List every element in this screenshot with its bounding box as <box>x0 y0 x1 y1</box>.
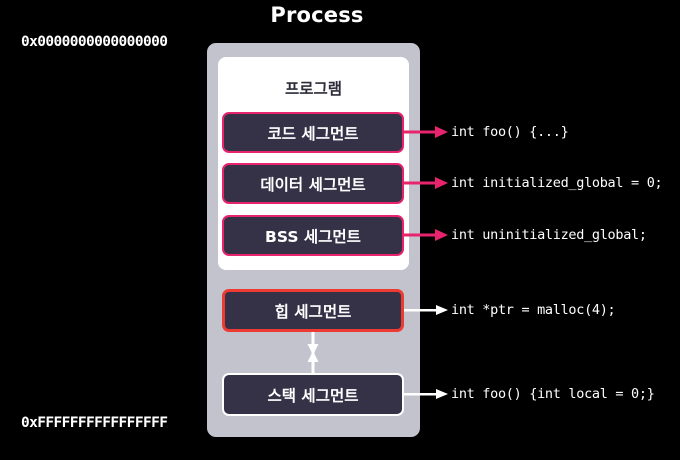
heap-stack-growth-arrow <box>306 332 320 374</box>
annotation-data: int initialized_global = 0; <box>404 173 663 193</box>
segment-stack[interactable]: 스택 세그먼트 <box>222 373 404 416</box>
annotation-stack-text: int foo() {int local = 0;} <box>451 386 655 402</box>
annotation-bss: int uninitialized_global; <box>404 225 647 245</box>
arrow-right-icon <box>404 389 448 399</box>
annotation-bss-text: int uninitialized_global; <box>451 227 647 243</box>
annotation-heap-text: int *ptr = malloc(4); <box>451 302 616 318</box>
segment-heap[interactable]: 힙 세그먼트 <box>222 289 404 332</box>
annotation-heap: int *ptr = malloc(4); <box>404 300 616 320</box>
segment-code[interactable]: 코드 세그먼트 <box>222 112 404 153</box>
annotation-data-text: int initialized_global = 0; <box>451 175 663 191</box>
annotation-code: int foo() {...} <box>404 122 569 142</box>
segment-data[interactable]: 데이터 세그먼트 <box>222 163 404 204</box>
address-label-low: 0x0000000000000000 <box>21 34 168 50</box>
arrow-right-icon <box>404 177 448 189</box>
arrow-right-icon <box>404 229 448 241</box>
annotation-stack: int foo() {int local = 0;} <box>404 384 655 404</box>
page-title: Process <box>270 3 364 27</box>
segment-bss[interactable]: BSS 세그먼트 <box>222 215 404 256</box>
double-headed-vertical-arrow-icon <box>307 332 319 374</box>
address-label-high: 0xFFFFFFFFFFFFFFFF <box>21 415 168 431</box>
arrow-right-icon <box>404 126 448 138</box>
arrow-right-icon <box>404 305 448 315</box>
annotation-code-text: int foo() {...} <box>451 124 569 140</box>
program-box-title: 프로그램 <box>284 80 343 98</box>
